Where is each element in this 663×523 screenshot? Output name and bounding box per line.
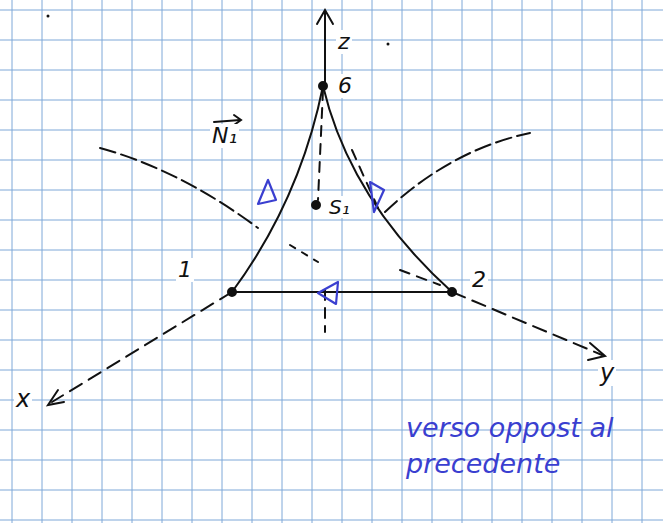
normal-vector-label: N₁ [210,124,239,148]
vertex-number: 2 [470,268,488,292]
handwritten-note: verso oppost al precedente [404,410,658,483]
vertex-number: 6 [336,74,354,98]
sketch-lines [48,10,605,405]
axis-label: z [336,30,352,54]
surface-label: S₁ [327,196,352,218]
vertex-number: 1 [176,258,194,282]
axis-label: y [598,360,616,386]
axis-label: x [14,386,32,412]
orientation-arrows [258,180,384,304]
